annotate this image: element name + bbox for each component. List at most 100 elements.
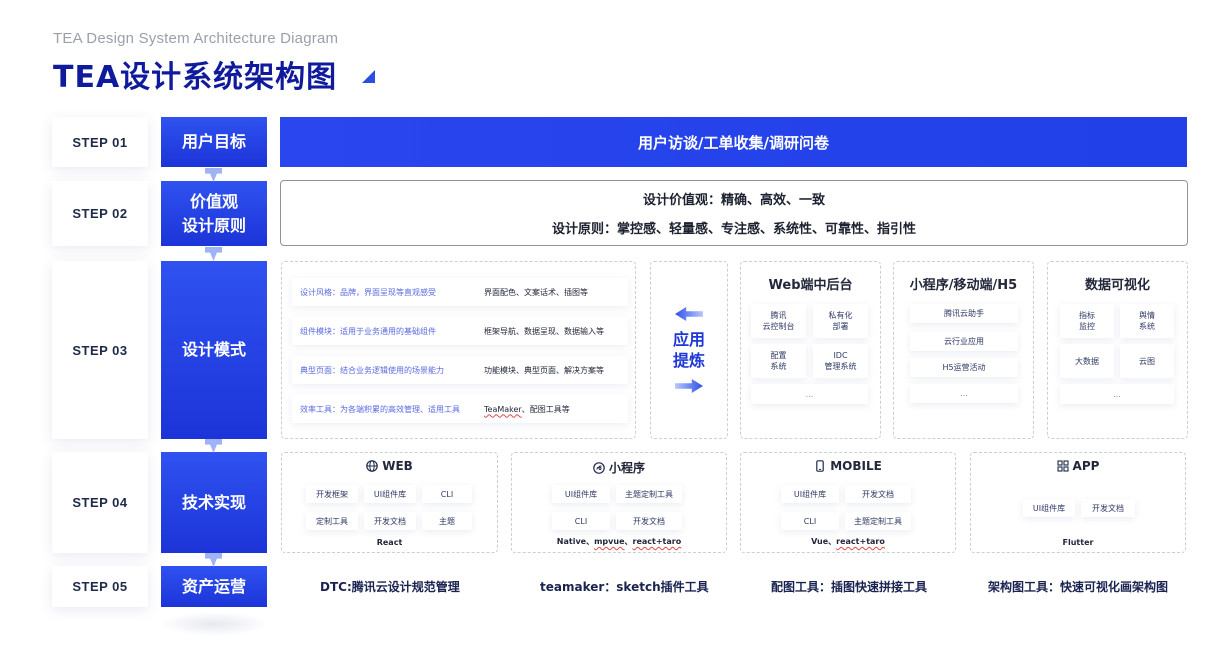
tech-chip: UI组件库 — [781, 485, 839, 503]
scenario-chip: H5运营活动 — [910, 358, 1018, 377]
step-02-box: 价值观 设计原则 — [161, 181, 267, 246]
framework-taro: react+taro — [632, 537, 682, 546]
scenario-chip: 配置 系统 — [751, 344, 806, 378]
tech-title: WEB — [282, 459, 497, 473]
tech-title-text: 小程序 — [608, 461, 645, 475]
step-connector-arrow — [205, 553, 222, 567]
mode-row-style: 设计风格：品牌，界面呈现等直观感受 界面配色、文案话术、插图等 — [292, 278, 628, 306]
mode-row-tools: 效率工具：为各端积累的高效管理、适用工具 TeaMaker、配图工具等 — [292, 395, 628, 423]
apply-line: 应用 — [672, 330, 705, 349]
mode-desc: 组件模块：适用于业务通用的基础组件 — [300, 326, 436, 336]
scenario-chip: 腾讯云助手 — [910, 304, 1018, 323]
tech-framework: Flutter — [1062, 538, 1094, 547]
mode-row-pages: 典型页面：结合业务逻辑使用的场景能力 功能模块、典型页面、解决方案等 — [292, 356, 628, 384]
tech-chip: 定制工具 — [306, 512, 358, 530]
tech-title-text: APP — [1072, 459, 1100, 473]
tech-framework: Native、mpvue、react+taro — [512, 536, 726, 547]
phone-icon — [816, 460, 824, 472]
asset-tool-architecture: 架构图工具：快速可视化画架构图 — [988, 580, 1169, 594]
step-01-name: 用户目标 — [181, 132, 246, 151]
principles-panel: 设计价值观：精确、高效、一致 设计原则：掌控感、轻量感、专注感、系统性、可靠性、… — [280, 180, 1188, 246]
step-04-label: STEP 04 — [52, 452, 148, 553]
tech-framework: React — [376, 538, 403, 547]
tech-chip: UI组件库 — [552, 485, 610, 503]
mode-examples-rest: 、配图工具等 — [521, 404, 570, 414]
tech-chip: 主题 — [422, 512, 472, 530]
tech-title-text: MOBILE — [830, 459, 882, 473]
step-05-label: STEP 05 — [52, 566, 148, 607]
column-title: 小程序/移动端/H5 — [909, 278, 1018, 293]
more-chip: ... — [751, 384, 868, 404]
tech-web-panel: WEB 开发框架 UI组件库 CLI 定制工具 开发文档 主题 React — [281, 452, 498, 553]
miniprogram-icon — [593, 461, 605, 474]
globe-icon — [366, 460, 379, 472]
framework-sep: 、 — [624, 537, 633, 546]
page-subtitle: TEA Design System Architecture Diagram — [53, 30, 339, 47]
more-chip: ... — [910, 384, 1018, 403]
mode-examples: 界面配色、文案话术、插图等 — [484, 287, 588, 297]
framework-taro: react+taro — [836, 537, 885, 546]
step-03-box: 设计模式 — [161, 261, 267, 439]
asset-tool-teamaker: teamaker：sketch插件工具 — [540, 580, 709, 594]
scenario-chip: 云行业应用 — [910, 332, 1018, 351]
user-goal-banner: 用户访谈/工单收集/调研问卷 — [280, 117, 1187, 167]
design-modes-panel: 设计风格：品牌，界面呈现等直观感受 界面配色、文案话术、插图等 组件模块：适用于… — [281, 261, 636, 439]
tech-chip: 主题定制工具 — [845, 512, 911, 530]
decorative-shadow — [160, 612, 270, 636]
step-04-box: 技术实现 — [161, 452, 267, 553]
step-02-name-line2: 设计原则 — [181, 215, 246, 235]
mode-desc: 设计风格：品牌，界面呈现等直观感受 — [300, 287, 436, 297]
tech-title: 小程序 — [512, 459, 726, 476]
tech-title: MOBILE — [741, 459, 955, 473]
tech-chip: CLI — [552, 512, 610, 530]
tech-title: APP — [971, 459, 1185, 473]
mode-row-components: 组件模块：适用于业务通用的基础组件 框架导航、数据呈现、数据输入等 — [292, 317, 628, 345]
asset-tool-dtc: DTC:腾讯云设计规范管理 — [320, 580, 460, 594]
tech-chip: CLI — [422, 485, 472, 503]
data-vis-panel: 数据可视化 指标 监控 舆情 系统 大数据 云图 ... — [1047, 261, 1188, 439]
step-04-name: 技术实现 — [181, 492, 246, 512]
tech-chip: UI组件库 — [364, 485, 416, 503]
step-03-name: 设计模式 — [181, 340, 246, 359]
apply-refine-label: 应用 提炼 — [673, 329, 705, 371]
tech-framework: Vue、react+taro — [741, 536, 955, 547]
design-values-text: 设计价值观：精确、高效、一致 — [642, 193, 825, 208]
tech-chip: 开发框架 — [306, 485, 358, 503]
scenario-chip: 舆情 系统 — [1120, 304, 1174, 338]
mode-desc: 典型页面：结合业务逻辑使用的场景能力 — [300, 365, 444, 375]
arrow-right-icon — [675, 379, 703, 393]
framework-native: Native、 — [556, 537, 595, 546]
page-title: TEA设计系统架构图 — [53, 60, 338, 95]
mode-examples: 框架导航、数据呈现、数据输入等 — [484, 326, 604, 336]
design-principles-text: 设计原则：掌控感、轻量感、专注感、系统性、可靠性、指引性 — [551, 222, 916, 237]
step-02-name-line1: 价值观 — [189, 191, 238, 211]
asset-tool-illustration: 配图工具：插图快速拼接工具 — [771, 580, 928, 594]
grid-icon — [1056, 460, 1069, 472]
tech-mobile-panel: MOBILE UI组件库 开发文档 CLI 主题定制工具 Vue、react+t… — [740, 452, 956, 553]
refine-line: 提炼 — [672, 351, 705, 370]
step-01-label: STEP 01 — [52, 117, 148, 167]
arrow-left-icon — [675, 307, 703, 321]
tech-miniprogram-panel: 小程序 UI组件库 主题定制工具 CLI 开发文档 Native、mpvue、r… — [511, 452, 727, 553]
step-05-box: 资产运营 — [161, 566, 267, 607]
framework-mpvue: mpvue — [594, 537, 625, 546]
web-console-panel: Web端中后台 腾讯 云控制台 私有化 部署 配置 系统 IDC 管理系统 ..… — [740, 261, 881, 439]
tech-chip: 主题定制工具 — [616, 485, 682, 503]
tech-title-text: WEB — [382, 459, 413, 473]
scenario-chip: 指标 监控 — [1060, 304, 1114, 338]
tech-chip: 开发文档 — [364, 512, 416, 530]
step-02-label: STEP 02 — [52, 181, 148, 246]
step-connector-arrow — [205, 439, 222, 453]
scenario-chip: 腾讯 云控制台 — [751, 304, 806, 338]
teamaker-link[interactable]: TeaMaker — [484, 404, 522, 414]
mode-examples: 功能模块、典型页面、解决方案等 — [484, 365, 604, 375]
mobile-panel: 小程序/移动端/H5 腾讯云助手 云行业应用 H5运营活动 ... — [893, 261, 1034, 439]
tech-chip: CLI — [781, 512, 839, 530]
more-chip: ... — [1060, 384, 1174, 404]
scenario-chip: 私有化 部署 — [813, 304, 868, 338]
tech-chip: 开发文档 — [616, 512, 682, 530]
column-title: Web端中后台 — [768, 278, 853, 293]
user-goal-text: 用户访谈/工单收集/调研问卷 — [638, 133, 829, 152]
scenario-chip: 大数据 — [1060, 344, 1114, 378]
step-01-box: 用户目标 — [161, 117, 267, 167]
